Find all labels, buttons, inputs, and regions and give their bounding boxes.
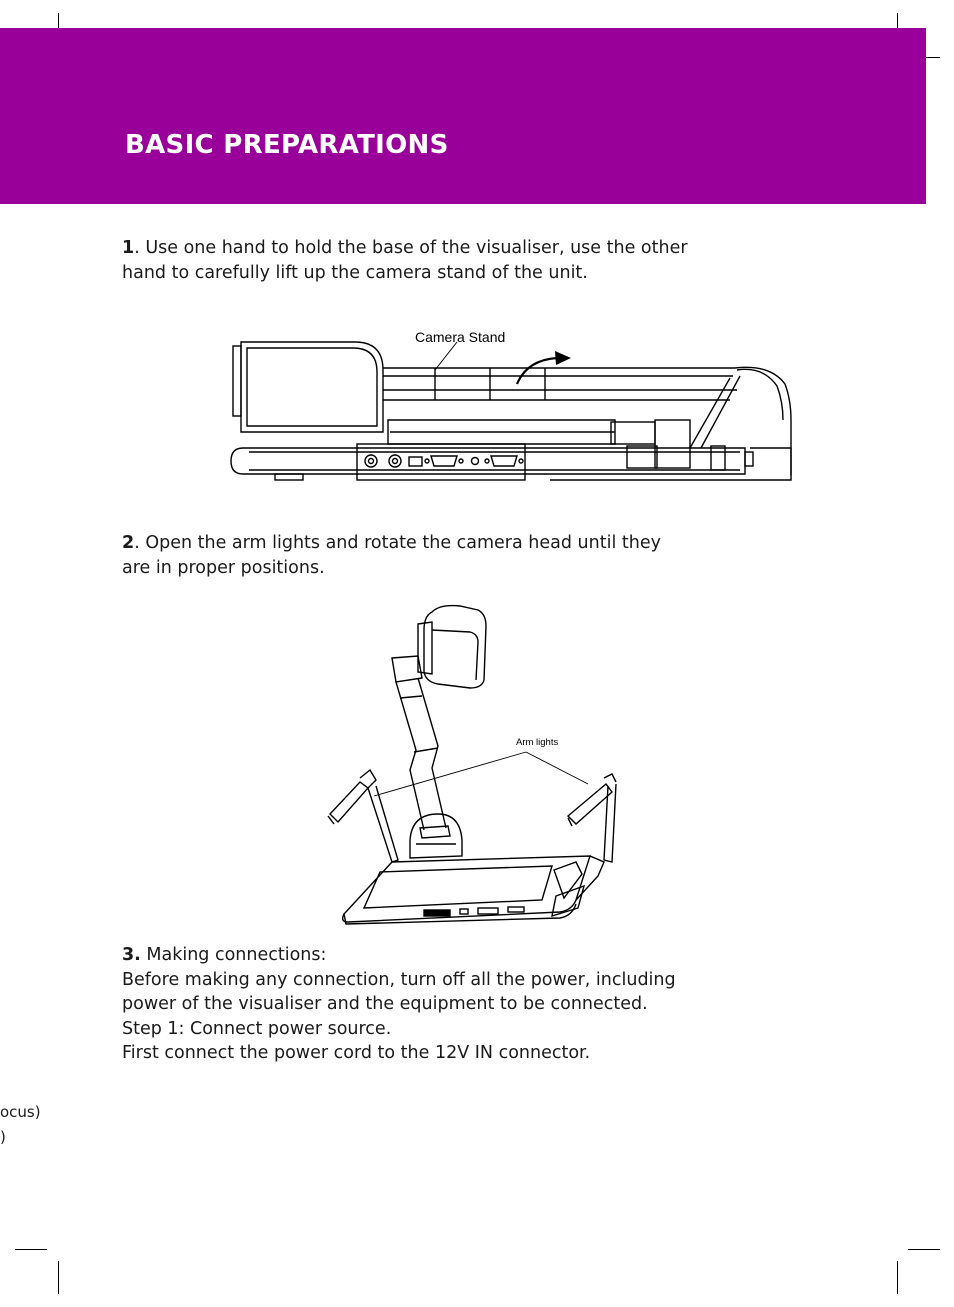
step-3-text: 3. Making connections: Before making any… <box>122 945 676 1063</box>
crop-mark <box>15 1249 47 1250</box>
crop-mark <box>58 1261 59 1294</box>
step-2-text: 2. Open the arm lights and rotate the ca… <box>122 533 661 578</box>
page-title: BASIC PREPARATIONS <box>125 130 449 160</box>
step-1-text: 1. Use one hand to hold the base of the … <box>122 238 688 283</box>
step-number: 3. <box>122 945 141 965</box>
camera-stand-label: Camera Stand <box>415 329 505 345</box>
open-visualiser-illustration: Arm lights <box>327 604 617 925</box>
folded-visualiser-illustration: Camera Stand <box>230 329 792 481</box>
step-number: 1 <box>122 238 135 258</box>
crop-mark <box>908 1249 940 1250</box>
margin-fragment: ocus) <box>0 1103 41 1121</box>
margin-fragment: ) <box>0 1128 6 1146</box>
arm-lights-label: Arm lights <box>516 737 558 748</box>
header-banner <box>0 28 926 204</box>
crop-mark <box>897 1261 898 1294</box>
step-number: 2 <box>122 533 135 553</box>
